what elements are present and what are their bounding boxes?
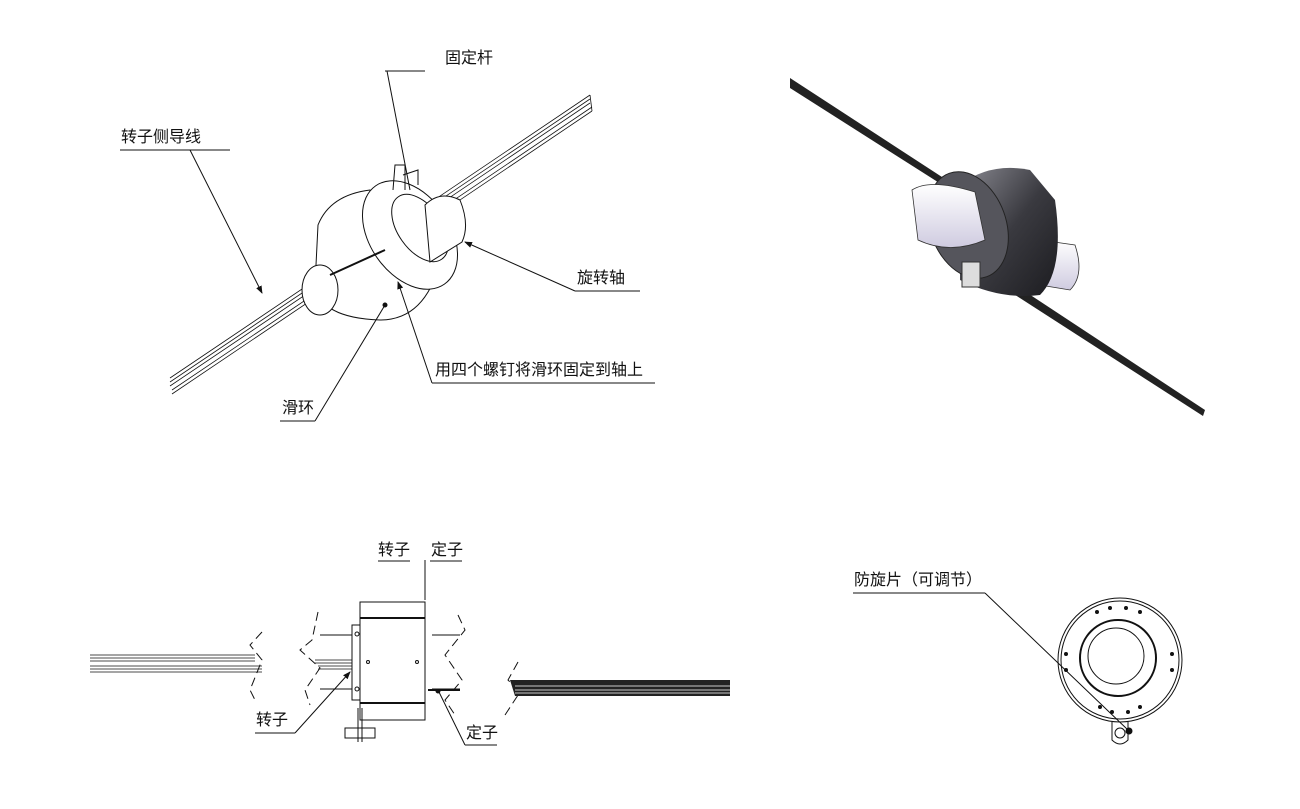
bore-circle xyxy=(1087,627,1145,685)
front-shaft xyxy=(911,184,986,248)
label-rotor-side-wire: 转子侧导线 xyxy=(121,127,202,146)
label-rotating-shaft: 旋转轴 xyxy=(577,268,626,287)
seam-line xyxy=(329,249,386,276)
label-stator-top: 定子 xyxy=(431,540,464,559)
shaded-3d-view xyxy=(790,78,1205,416)
cable-top xyxy=(790,78,985,212)
shaft-sleeve xyxy=(301,264,339,316)
anti-rotation-tab xyxy=(961,261,981,288)
label-slip-ring: 滑环 xyxy=(282,398,315,417)
label-rotor-bottom: 转子 xyxy=(256,710,289,729)
fixing-rod xyxy=(392,164,419,191)
side-view xyxy=(90,560,730,746)
label-screw-note: 用四个螺钉将滑环固定到轴上 xyxy=(435,360,644,379)
outer-ring xyxy=(1057,597,1183,723)
leaders-top-left xyxy=(120,70,655,422)
label-fixing-rod: 固定杆 xyxy=(445,48,494,67)
anti-rotation-pin xyxy=(344,727,376,739)
slip-ring-housing xyxy=(359,601,426,721)
break-lines xyxy=(249,611,521,716)
inner-ring xyxy=(1079,619,1157,697)
cable-bottom xyxy=(995,275,1205,416)
right-cable xyxy=(510,680,730,696)
left-cables xyxy=(90,654,355,673)
label-anti-rotation-tab: 防旋片（可调节） xyxy=(854,570,983,589)
anti-rotation-tab xyxy=(1111,722,1129,745)
rotor-flange xyxy=(351,624,361,701)
end-view xyxy=(853,592,1183,745)
label-stator-bottom: 定子 xyxy=(466,723,499,742)
label-rotor-top: 转子 xyxy=(378,540,411,559)
rotating-shaft xyxy=(424,195,466,263)
isometric-line-view xyxy=(169,94,593,395)
